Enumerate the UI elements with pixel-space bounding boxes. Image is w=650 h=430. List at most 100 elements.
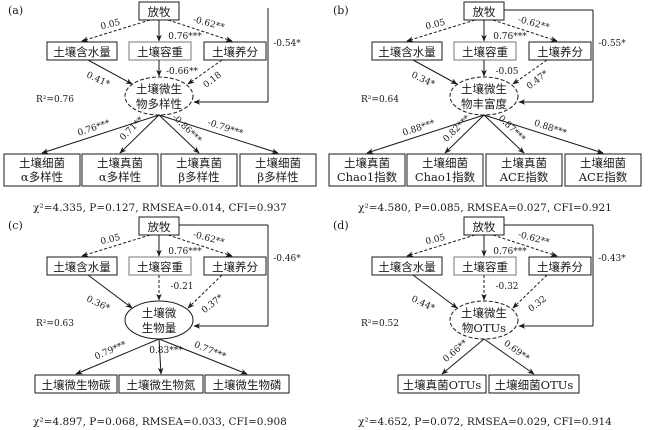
output-label: 土壤微生物磷 <box>213 378 282 392</box>
path-grazing-water <box>81 234 151 257</box>
path-nutrient-latent <box>187 274 223 309</box>
latent-label: 土壤微生 <box>461 306 507 320</box>
coef-label: 0.71** <box>118 115 146 143</box>
mediator-box <box>528 41 592 61</box>
path-latent-output <box>157 338 164 375</box>
r-squared-label: R²=0.52 <box>361 319 399 329</box>
output-box <box>34 374 118 394</box>
grazing-label: 放牧 <box>148 220 171 234</box>
mediator-box <box>203 41 267 61</box>
path-latent-output <box>366 114 485 154</box>
output-label: β多样性 <box>178 170 219 184</box>
path-latent-output <box>441 338 485 375</box>
mediator-box <box>371 41 443 61</box>
output-box <box>485 153 563 187</box>
output-box <box>204 374 290 394</box>
coef-label: 0.36* <box>85 294 112 314</box>
latent-label: 土壤微 <box>142 306 177 320</box>
coef-label: 0.87*** <box>496 114 527 145</box>
path-nutrient-latent <box>512 59 548 85</box>
panel-c: (c)放牧土壤含水量土壤容重土壤养分土壤微生物量0.050.76***-0.62… <box>8 216 301 428</box>
path-latent-output <box>41 114 160 154</box>
path-latent-output <box>75 338 160 375</box>
output-label: Chao1指数 <box>415 170 476 184</box>
mediator-label: 土壤容重 <box>462 45 508 59</box>
path-grazing-nutrient <box>492 19 558 42</box>
path-nutrient-latent <box>512 274 548 309</box>
coef-label: -0.21 <box>170 282 193 292</box>
path-latent-output <box>119 114 160 154</box>
latent-label: 土壤微生 <box>461 82 507 96</box>
output-label: 土壤真菌 <box>344 156 390 170</box>
path-latent-output <box>158 114 279 154</box>
output-box <box>239 153 317 187</box>
coef-label: 0.83*** <box>149 346 183 356</box>
coef-label: 0.37* <box>200 293 226 316</box>
panel-label: (a) <box>8 4 23 17</box>
mediator-label: 土壤容重 <box>137 260 183 274</box>
mediator-label: 土壤含水量 <box>378 260 436 274</box>
fit-statistics: χ²=4.897, P=0.068, RMSEA=0.033, CFI=0.90… <box>33 416 287 428</box>
r-squared-label: R²=0.64 <box>361 95 399 105</box>
mediator-label: 土壤含水量 <box>53 45 111 59</box>
coef-label: 0.05 <box>100 18 122 33</box>
output-label: 土壤真菌OTUs <box>403 378 482 392</box>
coef-label: -0.62** <box>192 15 226 33</box>
latent-label: 物多样性 <box>136 97 182 111</box>
r-squared-label: R²=0.63 <box>36 319 74 329</box>
coef-label: 0.76*** <box>168 247 202 257</box>
coef-label: 0.76*** <box>168 32 202 42</box>
mediator-box <box>128 41 192 61</box>
output-box <box>118 374 204 394</box>
mediator-label: 土壤容重 <box>462 260 508 274</box>
mediator-box <box>203 256 267 276</box>
path-latent-output <box>483 338 535 375</box>
path-water-latent <box>412 59 458 85</box>
panel-label: (b) <box>333 4 349 17</box>
latent-label: 物丰富度 <box>461 97 507 111</box>
output-box <box>397 374 487 394</box>
mediator-label: 土壤含水量 <box>378 45 436 59</box>
path-latent-output <box>483 114 604 154</box>
mediator-box <box>453 256 517 276</box>
path-latent-output <box>158 338 248 375</box>
path-grazing-water <box>81 19 151 42</box>
coef-label: -0.62** <box>192 230 226 248</box>
output-label: 土壤微生物氮 <box>127 378 196 392</box>
output-label: 土壤细菌 <box>19 156 65 170</box>
coef-label: 0.66** <box>441 338 470 365</box>
output-label: 土壤细菌 <box>422 156 468 170</box>
coef-label: 0.05 <box>425 233 447 248</box>
panel-b: (b)放牧土壤含水量土壤容重土壤养分土壤微生物丰富度0.050.76***-0.… <box>328 1 642 214</box>
output-label: α多样性 <box>99 170 141 184</box>
path-latent-output <box>444 114 485 154</box>
panel-label: (d) <box>333 219 349 232</box>
panel-d: (d)放牧土壤含水量土壤容重土壤养分土壤微生物OTUs0.050.76***-0… <box>333 216 626 428</box>
mediator-label: 土壤养分 <box>537 45 583 59</box>
output-label: Chao1指数 <box>337 170 398 184</box>
output-label: 土壤真菌 <box>501 156 547 170</box>
panel-a: (a)放牧土壤含水量土壤容重土壤养分土壤微生物多样性0.050.76***-0.… <box>3 1 317 214</box>
mediator-label: 土壤含水量 <box>53 260 111 274</box>
grazing-label: 放牧 <box>473 5 496 19</box>
direct-coef-label: -0.43* <box>598 254 626 264</box>
mediator-box <box>453 41 517 61</box>
fit-statistics: χ²=4.652, P=0.072, RMSEA=0.029, CFI=0.91… <box>358 416 612 428</box>
path-nutrient-latent <box>187 59 223 85</box>
path-water-latent <box>412 274 458 309</box>
output-box <box>488 374 580 394</box>
path-grazing-water <box>406 234 476 257</box>
output-label: 土壤细菌OTUs <box>495 378 574 392</box>
mediator-box <box>371 256 443 276</box>
output-label: 土壤微生物碳 <box>42 378 111 392</box>
output-label: 土壤真菌 <box>176 156 222 170</box>
direct-coef-label: -0.54* <box>273 39 301 49</box>
mediator-label: 土壤养分 <box>537 260 583 274</box>
latent-label: 生物量 <box>142 321 177 335</box>
coef-label: 0.44* <box>410 294 437 314</box>
coef-label: 0.34* <box>410 70 437 90</box>
coef-label: 0.18 <box>202 70 224 90</box>
coef-label: 0.82*** <box>442 113 473 144</box>
direct-coef-label: -0.46* <box>273 254 301 264</box>
mediator-label: 土壤养分 <box>212 45 258 59</box>
